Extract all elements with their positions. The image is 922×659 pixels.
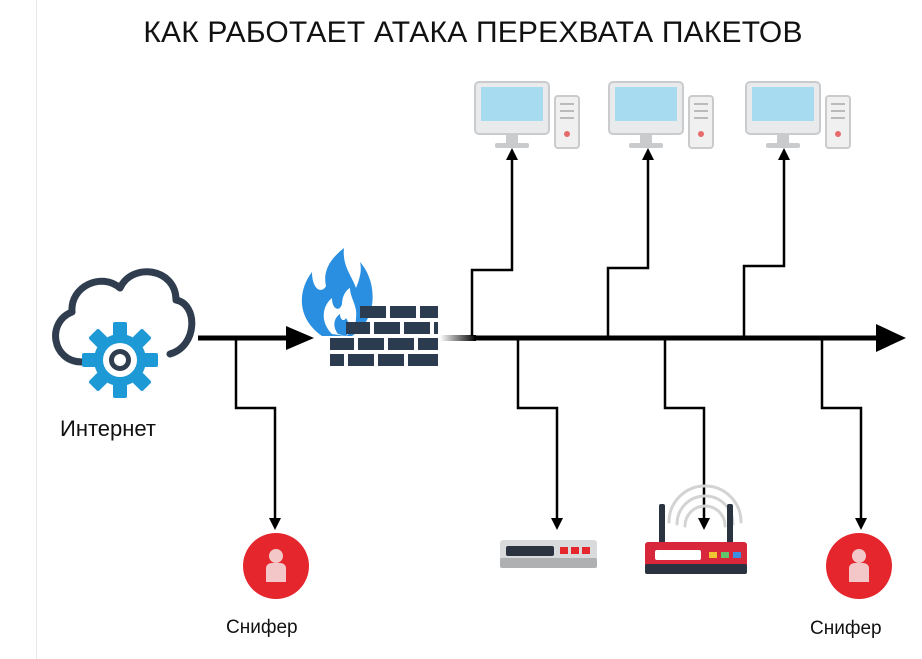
- cloud-gear-icon: [52, 268, 196, 398]
- sniffer-left-label: Снифер: [226, 617, 298, 638]
- links-downward: [234, 338, 863, 520]
- wifi-router-icon: [645, 484, 747, 574]
- left-border: [36, 0, 37, 659]
- main-bus-line: [440, 324, 906, 352]
- arrowheads-up: [506, 148, 790, 160]
- arrowheads-down: [269, 518, 867, 530]
- main-link-internet-firewall: [198, 326, 314, 350]
- firewall-icon: [301, 248, 438, 366]
- network-switch-icon: [500, 540, 597, 568]
- desktop-computer-icon: [474, 81, 580, 149]
- sniffer-user-icon: [826, 533, 892, 599]
- desktop-computer-icon: [608, 81, 714, 149]
- desktop-computer-icon: [745, 81, 851, 149]
- arrowhead-right: [286, 326, 314, 350]
- internet-label: Интернет: [60, 416, 156, 441]
- links-to-computers: [470, 156, 786, 336]
- diagram-title: КАК РАБОТАЕТ АТАКА ПЕРЕХВАТА ПАКЕТОВ: [143, 16, 803, 49]
- sniffer-right-label: Снифер: [810, 618, 882, 639]
- sniffer-user-icon: [243, 533, 309, 599]
